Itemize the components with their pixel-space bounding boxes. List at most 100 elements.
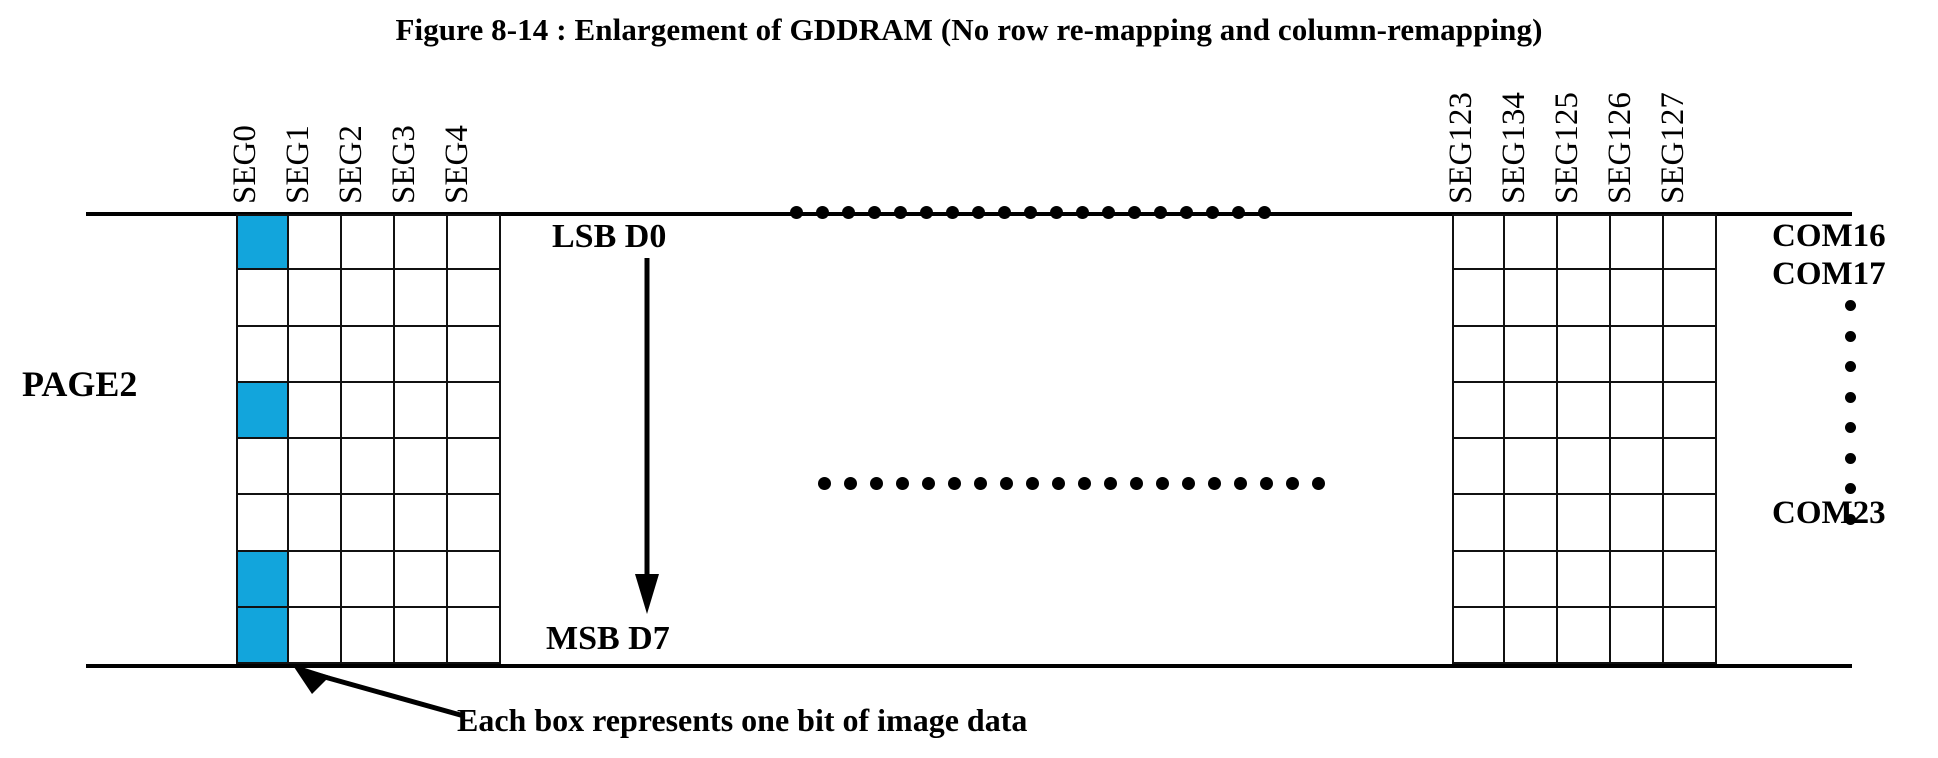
bit-cell-off[interactable] xyxy=(1452,439,1505,496)
bit-cell-off[interactable] xyxy=(342,326,395,383)
ellipsis-dot xyxy=(818,477,831,490)
bit-cell-off[interactable] xyxy=(1452,270,1505,327)
ellipsis-dot xyxy=(1182,477,1195,490)
bit-cell-off[interactable] xyxy=(448,607,501,664)
ellipsis-dot xyxy=(1130,477,1143,490)
bit-cell-off[interactable] xyxy=(289,495,342,552)
bit-cell-off[interactable] xyxy=(395,382,448,439)
bit-cell-on[interactable] xyxy=(236,551,289,608)
bit-cell-off[interactable] xyxy=(395,439,448,496)
bit-cell-off[interactable] xyxy=(448,270,501,327)
bit-cell-off[interactable] xyxy=(1558,382,1611,439)
bit-cell-off[interactable] xyxy=(1611,214,1664,271)
bit-cell-off[interactable] xyxy=(289,382,342,439)
bit-cell-off[interactable] xyxy=(395,607,448,664)
bit-cell-off[interactable] xyxy=(1452,607,1505,664)
ellipsis-dot xyxy=(1156,477,1169,490)
vertical-ellipsis-icon xyxy=(1845,300,1856,525)
bit-cell-off[interactable] xyxy=(1558,326,1611,383)
bit-cell-off[interactable] xyxy=(448,214,501,271)
bit-cell-off[interactable] xyxy=(1611,607,1664,664)
bit-cell-off[interactable] xyxy=(1505,551,1558,608)
bit-cell-off[interactable] xyxy=(1558,495,1611,552)
bit-cell-off[interactable] xyxy=(1558,551,1611,608)
bit-cell-off[interactable] xyxy=(1505,495,1558,552)
bit-cell-off[interactable] xyxy=(236,326,289,383)
bit-cell-on[interactable] xyxy=(236,214,289,271)
bit-cell-off[interactable] xyxy=(1611,495,1664,552)
bit-cell-off[interactable] xyxy=(1505,326,1558,383)
ellipsis-dot xyxy=(1234,477,1247,490)
bit-cell-off[interactable] xyxy=(289,214,342,271)
bit-cell-off[interactable] xyxy=(1611,270,1664,327)
bit-cell-off[interactable] xyxy=(448,382,501,439)
ellipsis-dot xyxy=(1258,206,1271,219)
seg-header-label: SEG125 xyxy=(1549,92,1585,204)
bit-cell-off[interactable] xyxy=(342,607,395,664)
gddram-grid-right[interactable] xyxy=(1452,214,1717,664)
bit-cell-on[interactable] xyxy=(236,607,289,664)
bit-cell-off[interactable] xyxy=(1664,607,1717,664)
bit-cell-off[interactable] xyxy=(1664,270,1717,327)
bit-cell-off[interactable] xyxy=(1452,495,1505,552)
bit-cell-off[interactable] xyxy=(1452,382,1505,439)
bit-cell-off[interactable] xyxy=(1452,326,1505,383)
bit-cell-off[interactable] xyxy=(448,326,501,383)
bit-cell-off[interactable] xyxy=(448,495,501,552)
bit-cell-off[interactable] xyxy=(1664,382,1717,439)
bit-cell-off[interactable] xyxy=(1505,382,1558,439)
bit-cell-off[interactable] xyxy=(1558,607,1611,664)
bit-cell-off[interactable] xyxy=(342,551,395,608)
bit-cell-off[interactable] xyxy=(342,495,395,552)
bit-cell-off[interactable] xyxy=(1664,495,1717,552)
bit-cell-off[interactable] xyxy=(1505,439,1558,496)
lsb-label: LSB D0 xyxy=(552,218,667,255)
seg-header-seg4: SEG4 xyxy=(439,78,501,208)
bit-cell-off[interactable] xyxy=(236,495,289,552)
bit-cell-off[interactable] xyxy=(1452,551,1505,608)
bit-cell-off[interactable] xyxy=(1558,214,1611,271)
gddram-grid-left[interactable] xyxy=(236,214,501,664)
bit-cell-off[interactable] xyxy=(395,214,448,271)
ellipsis-dot xyxy=(1128,206,1141,219)
ellipsis-dot xyxy=(842,206,855,219)
bit-cell-off[interactable] xyxy=(395,270,448,327)
ellipsis-dot xyxy=(1208,477,1221,490)
bit-cell-off[interactable] xyxy=(342,439,395,496)
ellipsis-dot xyxy=(1260,477,1273,490)
bit-cell-off[interactable] xyxy=(1664,439,1717,496)
com-label-first: COM16 xyxy=(1772,218,1886,254)
bit-cell-off[interactable] xyxy=(1611,551,1664,608)
bit-cell-off[interactable] xyxy=(342,270,395,327)
bit-cell-off[interactable] xyxy=(395,495,448,552)
bit-cell-off[interactable] xyxy=(1664,214,1717,271)
bit-cell-on[interactable] xyxy=(236,382,289,439)
bit-cell-off[interactable] xyxy=(395,551,448,608)
bit-cell-off[interactable] xyxy=(342,382,395,439)
bit-cell-off[interactable] xyxy=(289,551,342,608)
bit-cell-off[interactable] xyxy=(448,551,501,608)
bit-cell-off[interactable] xyxy=(1558,270,1611,327)
bit-cell-off[interactable] xyxy=(1664,326,1717,383)
bit-cell-off[interactable] xyxy=(342,214,395,271)
bit-cell-off[interactable] xyxy=(1611,382,1664,439)
bit-cell-off[interactable] xyxy=(1505,607,1558,664)
bit-cell-off[interactable] xyxy=(448,439,501,496)
bit-cell-off[interactable] xyxy=(289,439,342,496)
ellipsis-dot xyxy=(1845,483,1856,495)
bit-cell-off[interactable] xyxy=(236,439,289,496)
bit-cell-off[interactable] xyxy=(1505,214,1558,271)
bit-cell-off[interactable] xyxy=(1611,439,1664,496)
bit-cell-off[interactable] xyxy=(1452,214,1505,271)
bit-cell-off[interactable] xyxy=(289,270,342,327)
ellipsis-dot xyxy=(1845,300,1856,311)
bit-cell-off[interactable] xyxy=(395,326,448,383)
bit-cell-off[interactable] xyxy=(1505,270,1558,327)
bit-cell-off[interactable] xyxy=(1558,439,1611,496)
bit-cell-off[interactable] xyxy=(1611,326,1664,383)
bit-cell-off[interactable] xyxy=(1664,551,1717,608)
bit-cell-off[interactable] xyxy=(289,326,342,383)
bit-cell-off[interactable] xyxy=(236,270,289,327)
bit-cell-off[interactable] xyxy=(289,607,342,664)
